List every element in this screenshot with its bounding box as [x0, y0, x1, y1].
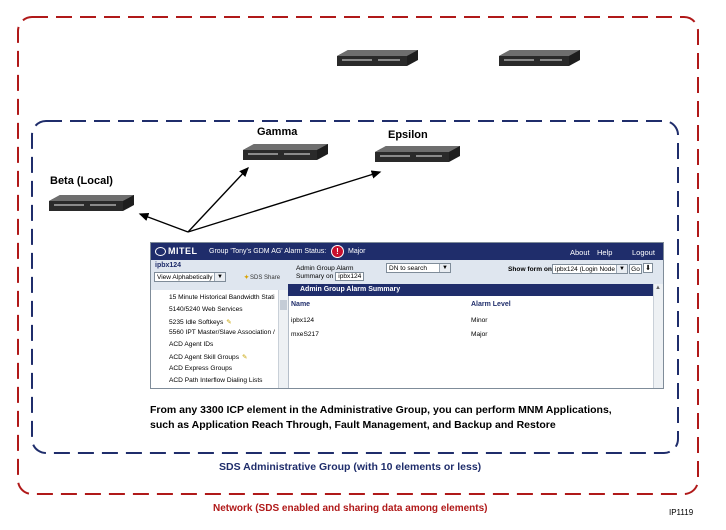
alarm-summary-title: Admin Group Alarm Summary [288, 284, 653, 296]
caption: From any 3300 ICP element in the Adminis… [150, 403, 670, 433]
server-icon [243, 144, 328, 160]
chevron-up-icon[interactable]: ▲ [655, 285, 661, 291]
list-item[interactable]: ACD Path Interflow Dialing Lists [169, 376, 263, 384]
main-pane-header: Admin Group Alarm Summary on ipbx124 DN … [288, 260, 663, 284]
ui-left-pane: ipbx124 View Alphabetically▼ ✦SDS Share … [151, 260, 289, 388]
server-node-top-left [337, 50, 418, 66]
about-link[interactable]: About [570, 248, 590, 257]
logout-link[interactable]: Logout [632, 248, 655, 257]
column-header-alarm-level: Alarm Level [471, 301, 511, 308]
admin-node-tag: ipbx124 [335, 272, 365, 281]
server-node-top-right [499, 50, 580, 66]
help-link[interactable]: Help [597, 248, 613, 257]
gamma-label: Gamma [257, 126, 298, 138]
sds-share-button[interactable]: ✦SDS Share [244, 275, 281, 281]
table-row-name[interactable]: ipbx124 [291, 317, 315, 324]
list-item[interactable]: ACD Agent IDs [169, 341, 214, 349]
node-name: ipbx124 [155, 262, 182, 269]
share-icon: ✎ [242, 353, 248, 361]
arrow-to-epsilon [187, 170, 382, 233]
server-node-epsilon [375, 146, 460, 162]
list-item[interactable]: 15 Minute Historical Bandwidth Stati [169, 294, 275, 301]
caption-line-2: such as Application Reach Through, Fault… [150, 419, 556, 431]
left-scrollbar[interactable] [278, 290, 288, 388]
ui-main-pane: Admin Group Alarm Summary on ipbx124 DN … [288, 260, 663, 388]
view-select[interactable]: View Alphabetically▼ [154, 272, 226, 282]
list-item[interactable]: 5140/5240 Web Services [169, 305, 243, 313]
list-item[interactable]: ACD Express Groups [169, 364, 233, 372]
show-form-select[interactable]: ipbx124 (Login Node▼ [552, 264, 628, 274]
arrow-to-gamma [187, 166, 249, 233]
server-node-beta [49, 195, 134, 211]
alarm-status-value: Major [348, 248, 366, 255]
left-pane-header: ipbx124 View Alphabetically▼ ✦SDS Share [151, 260, 288, 290]
chevron-down-icon: ▼ [439, 264, 450, 272]
caption-line-1: From any 3300 ICP element in the Adminis… [150, 404, 612, 416]
server-icon [337, 50, 418, 66]
arrow-to-beta [138, 213, 189, 233]
network-boundary [17, 16, 699, 495]
list-item[interactable]: 5560 IPT Master/Slave Association / [169, 329, 275, 337]
share-icon: ✎ [226, 318, 232, 326]
sds-group-label: SDS Administrative Group (with 10 elemen… [219, 461, 482, 473]
server-node-gamma [243, 144, 328, 160]
download-icon[interactable]: ⬇ [643, 263, 653, 273]
figure-id: IP1119 [669, 508, 694, 517]
go-button[interactable]: Go [629, 264, 642, 274]
list-item[interactable]: ACD Agent Skill Groups✎ [169, 353, 248, 361]
beta-label: Beta (Local) [50, 175, 113, 187]
table-row-alarm: Major [471, 331, 488, 338]
table-row-alarm: Minor [471, 317, 488, 324]
scrollbar-thumb[interactable] [280, 300, 287, 310]
alarm-icon[interactable]: ! [331, 245, 344, 258]
epsilon-label: Epsilon [388, 129, 428, 141]
share-icon: ✦ [244, 275, 250, 281]
server-icon [49, 195, 134, 211]
form-list: 15 Minute Historical Bandwidth Stati 514… [169, 294, 279, 388]
main-scrollbar[interactable]: ▲ [653, 284, 663, 388]
server-icon [375, 146, 460, 162]
network-label: Network (SDS enabled and sharing data am… [213, 503, 488, 514]
ui-header-bar: MITEL Group 'Tony's GDM AG' Alarm Status… [151, 243, 663, 260]
admin-group-label: Admin Group Alarm Summary on ipbx124 [296, 265, 365, 281]
sds-group-boundary [31, 120, 679, 454]
show-form-label: Show form on [508, 266, 552, 273]
chevron-down-icon: ▼ [214, 273, 225, 281]
mitel-logo: MITEL [155, 246, 198, 256]
dn-search-select[interactable]: DN to search▼ [386, 263, 451, 273]
table-row-name[interactable]: mxeS217 [291, 331, 319, 338]
server-icon [499, 50, 580, 66]
column-header-name: Name [291, 301, 311, 308]
mnm-ui-panel: MITEL Group 'Tony's GDM AG' Alarm Status… [150, 242, 664, 389]
chevron-down-icon: ▼ [616, 265, 627, 273]
list-item[interactable]: 5235 Idle Softkeys✎ [169, 318, 232, 326]
group-alarm-status-text: Group 'Tony's GDM AG' Alarm Status: [209, 248, 327, 255]
